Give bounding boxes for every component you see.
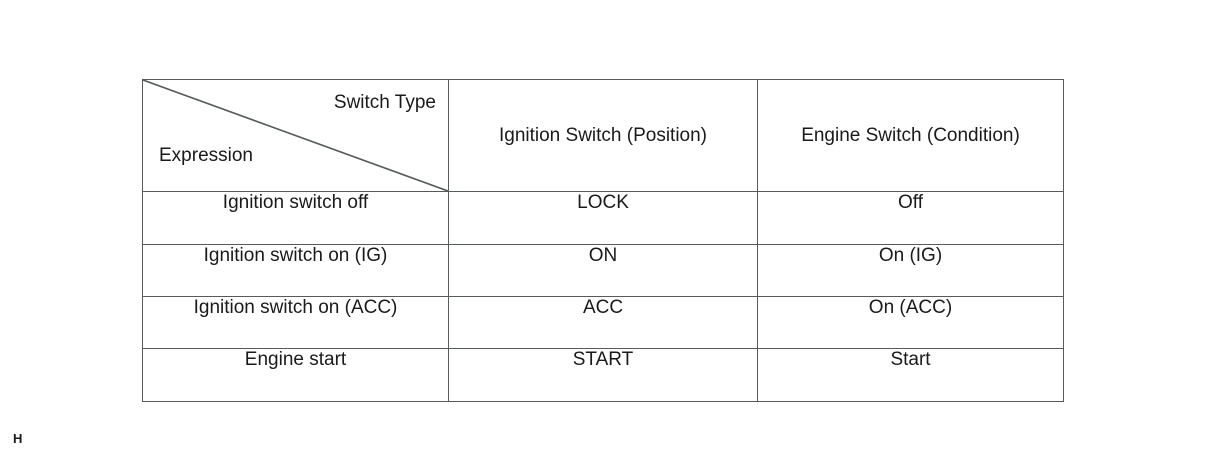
corner-header-switch-type-label: Switch Type <box>333 92 436 113</box>
column-header-ignition-switch-position: Ignition Switch (Position) <box>448 78 758 193</box>
table-row: Ignition switch on (ACC) ACC On (ACC) <box>142 295 1064 350</box>
table-header-row: Switch Type Expression Ignition Switch (… <box>142 78 1064 193</box>
cell-ignition-switch-position: ON <box>448 243 758 298</box>
corner-header-cell: Switch Type Expression <box>142 78 449 193</box>
cell-expression: Ignition switch on (IG) <box>142 243 449 298</box>
cell-engine-switch-condition: On (ACC) <box>757 295 1064 350</box>
corner-header-expression-label: Expression <box>159 145 253 167</box>
column-header-engine-switch-condition: Engine Switch (Condition) <box>757 78 1064 193</box>
cell-engine-switch-condition: Off <box>757 191 1064 245</box>
table-row: Engine start START Start <box>142 348 1064 402</box>
cell-expression: Ignition switch on (ACC) <box>142 295 449 350</box>
cell-ignition-switch-position: LOCK <box>448 191 758 245</box>
page-section-mark: H <box>13 431 23 446</box>
cell-engine-switch-condition: On (IG) <box>757 243 1064 298</box>
cell-ignition-switch-position: ACC <box>448 295 758 350</box>
switch-type-expression-table: Switch Type Expression Ignition Switch (… <box>142 78 1064 402</box>
cell-ignition-switch-position: START <box>448 348 758 402</box>
table-row: Ignition switch off LOCK Off <box>142 191 1064 245</box>
cell-engine-switch-condition: Start <box>757 348 1064 402</box>
table-row: Ignition switch on (IG) ON On (IG) <box>142 243 1064 298</box>
cell-expression: Ignition switch off <box>142 191 449 245</box>
cell-expression: Engine start <box>142 348 449 402</box>
